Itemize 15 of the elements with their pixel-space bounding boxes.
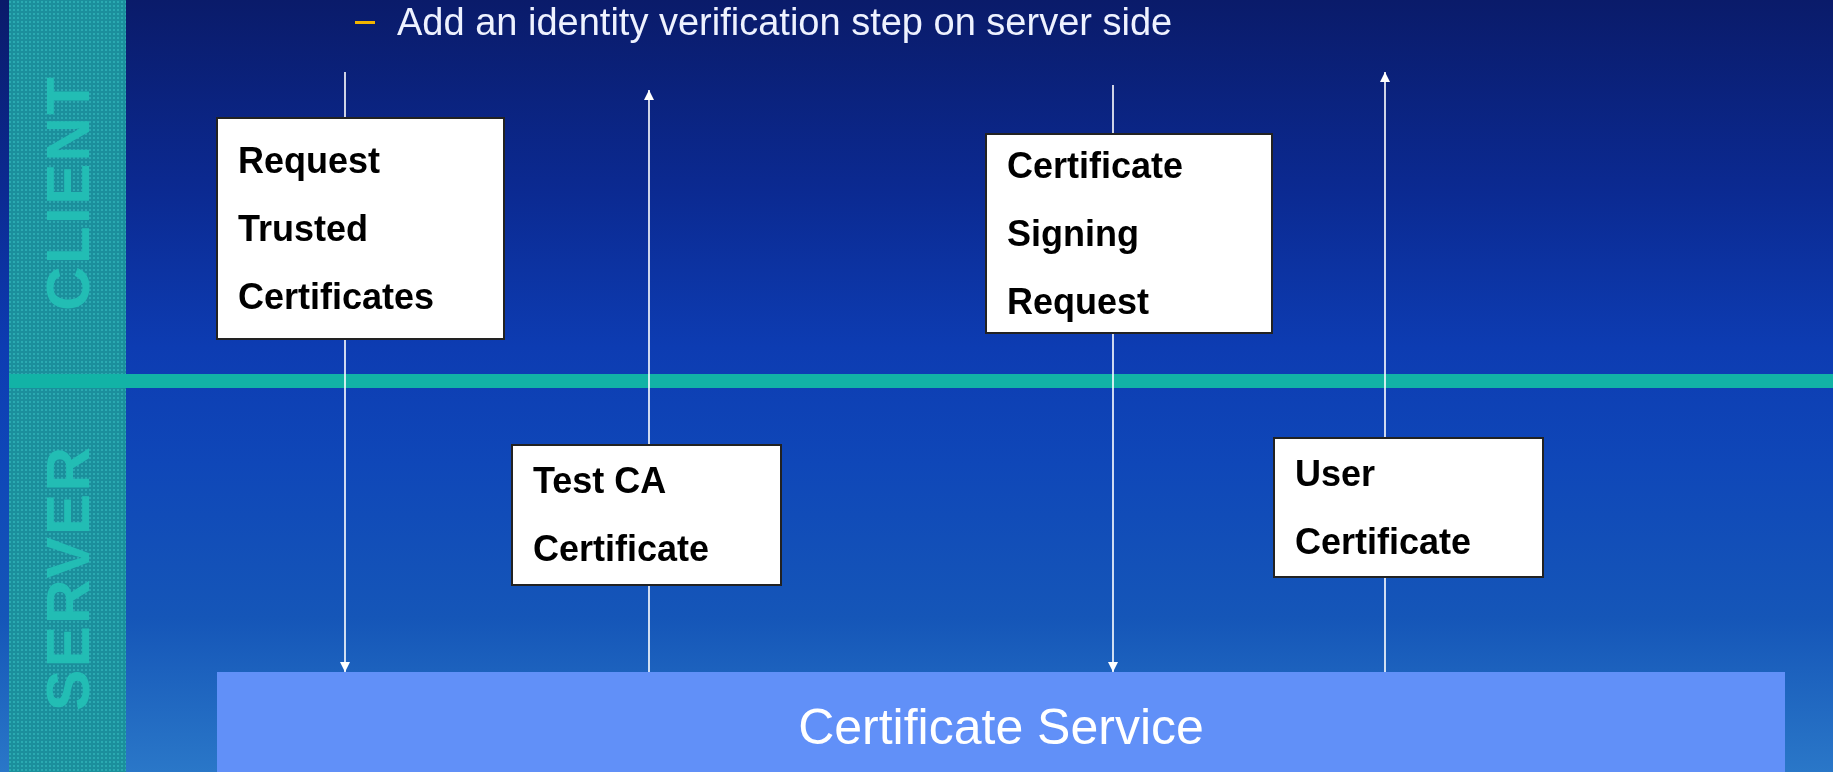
arrow (1108, 333, 1118, 673)
arrow (1380, 71, 1390, 438)
box-label: Certificate Service (798, 698, 1204, 756)
message-box (985, 133, 1273, 334)
arrow (340, 339, 350, 673)
bullet-text: Add an identity verification step on server side (397, 0, 1173, 44)
box-label: Test CA Certificate (533, 459, 711, 571)
box-label: Request Trusted Certificates (238, 138, 436, 319)
message-box (1273, 437, 1544, 578)
message-box (511, 444, 782, 586)
service-bar (217, 672, 1785, 772)
message-box (216, 117, 505, 340)
box-label: Certificate Signing Request (1007, 143, 1185, 324)
arrow (644, 89, 654, 445)
box-label: User Certificate (1295, 451, 1473, 564)
